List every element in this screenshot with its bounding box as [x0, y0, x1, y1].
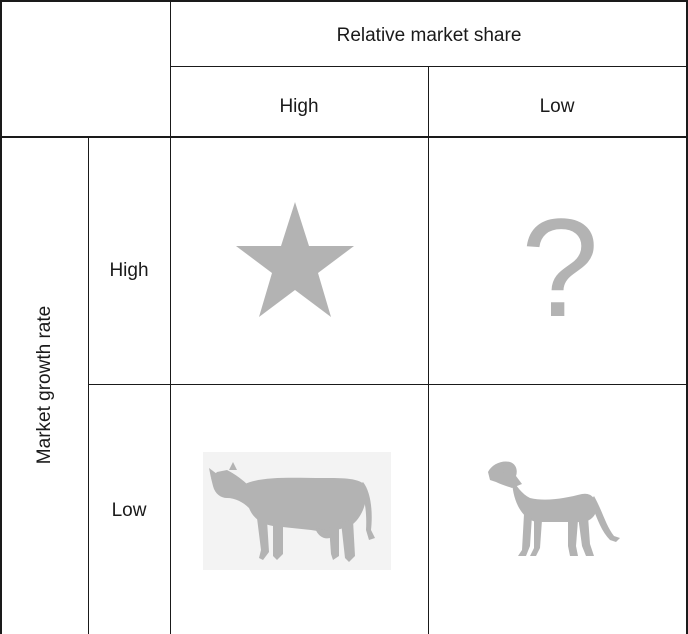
border-top	[0, 0, 688, 2]
column-low-label: Low	[539, 96, 575, 117]
border-left	[0, 0, 2, 634]
column-axis-label: Relative market share	[336, 25, 522, 46]
column-axis-divider	[170, 0, 171, 634]
column-split-line	[428, 66, 429, 634]
row-axis-divider	[88, 137, 89, 634]
star-icon	[236, 202, 354, 317]
header-bottom-line	[0, 136, 688, 138]
row-high-label: High	[109, 260, 149, 281]
row-axis-label: Market growth rate	[34, 305, 55, 465]
row-split-line	[88, 384, 688, 385]
border-right	[686, 0, 688, 634]
header-split-line	[170, 66, 688, 67]
dog-icon	[488, 461, 620, 556]
cow-icon	[203, 452, 391, 570]
row-low-label: Low	[111, 500, 147, 521]
column-high-label: High	[279, 96, 319, 117]
question-mark-icon: ?	[521, 189, 599, 346]
